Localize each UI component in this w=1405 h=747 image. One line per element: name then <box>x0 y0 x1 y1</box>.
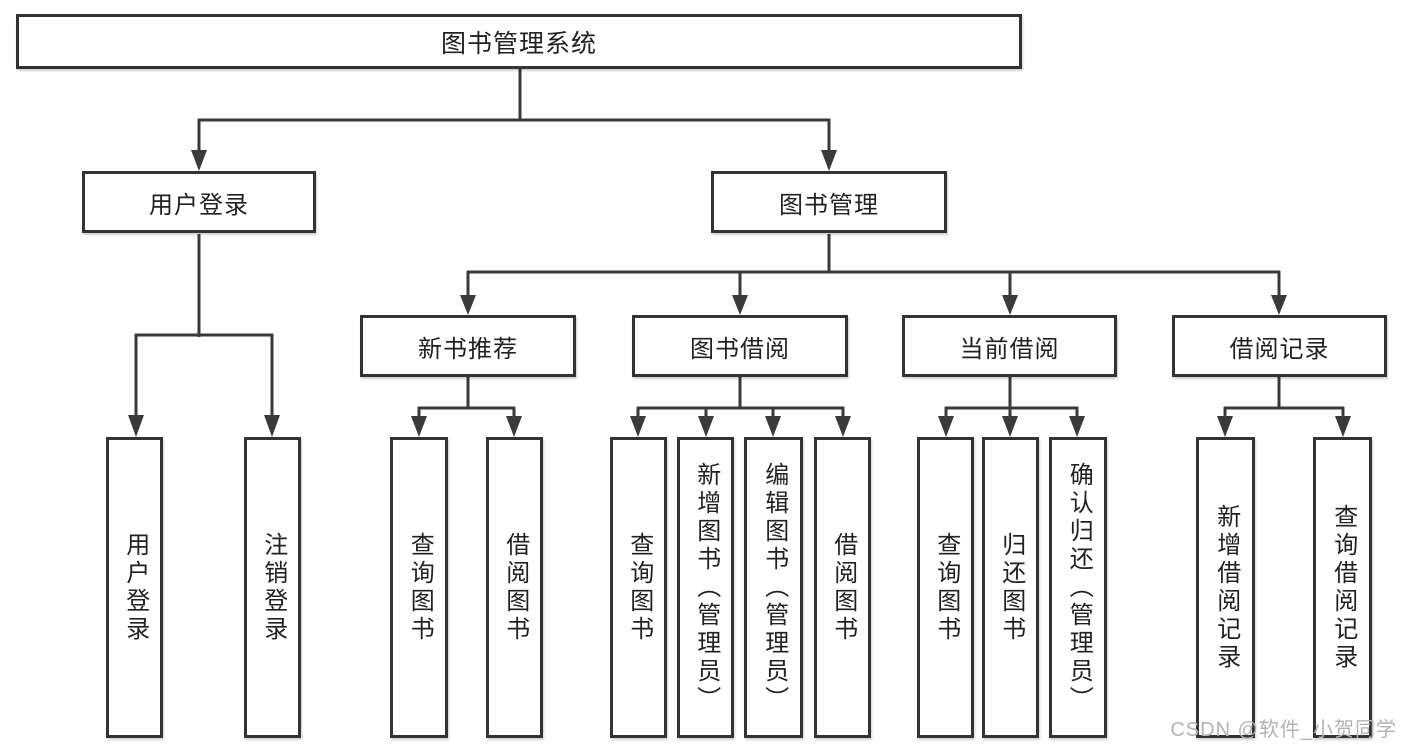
node-current-borrow-label: 当前借阅 <box>959 335 1060 363</box>
arrow-down-icon <box>460 295 476 315</box>
arrow-down-icon <box>835 416 851 437</box>
node-leaf-add-borrow-record: 新增借阅记录 <box>1196 437 1255 738</box>
node-leaf-logout-label: 注销登录 <box>259 531 287 644</box>
node-leaf-edit-books-admin: 编辑图书（管理员） <box>744 437 803 738</box>
node-leaf-borrow-books-2-label: 借阅图书 <box>829 531 857 644</box>
arrow-down-icon <box>411 416 427 437</box>
arrow-down-icon <box>1002 295 1018 315</box>
arrow-down-icon <box>1069 416 1085 437</box>
arrow-down-icon <box>1335 416 1351 437</box>
node-leaf-borrow-books-2: 借阅图书 <box>814 437 871 738</box>
node-borrow-records-label: 借阅记录 <box>1229 335 1330 363</box>
node-user-login: 用户登录 <box>82 171 316 233</box>
node-leaf-user-login: 用户登录 <box>106 437 163 738</box>
arrow-down-icon <box>630 416 646 437</box>
node-leaf-return-books: 归还图书 <box>982 437 1039 738</box>
node-leaf-query-books-3-label: 查询图书 <box>932 531 960 644</box>
node-leaf-borrow-books-1-label: 借阅图书 <box>501 531 529 644</box>
node-leaf-add-books-admin: 新增图书（管理员） <box>677 437 734 738</box>
node-book-borrow-label: 图书借阅 <box>690 335 790 363</box>
node-borrow-records: 借阅记录 <box>1172 315 1387 377</box>
arrow-down-icon <box>1217 416 1233 437</box>
arrow-down-icon <box>938 416 954 437</box>
node-book-borrow: 图书借阅 <box>632 315 848 377</box>
node-leaf-add-borrow-record-label: 新增借阅记录 <box>1212 503 1240 672</box>
node-leaf-query-borrow-record: 查询借阅记录 <box>1313 437 1372 738</box>
node-leaf-confirm-return-admin-label: 确认归还（管理员） <box>1065 461 1093 714</box>
node-leaf-query-books-2-label: 查询图书 <box>625 531 653 644</box>
node-leaf-query-books-1-label: 查询图书 <box>406 531 434 644</box>
arrow-down-icon <box>698 416 714 437</box>
node-new-book-recommend-label: 新书推荐 <box>418 335 518 363</box>
node-leaf-query-books-1: 查询图书 <box>390 437 448 738</box>
arrow-down-icon <box>765 416 781 437</box>
arrow-down-icon <box>732 295 748 315</box>
node-root-label: 图书管理系统 <box>440 29 597 58</box>
node-leaf-user-login-label: 用户登录 <box>121 531 149 644</box>
node-leaf-confirm-return-admin: 确认归还（管理员） <box>1049 437 1107 738</box>
node-leaf-query-borrow-record-label: 查询借阅记录 <box>1329 503 1357 672</box>
node-leaf-edit-books-admin-label: 编辑图书（管理员） <box>760 461 788 714</box>
node-leaf-return-books-label: 归还图书 <box>997 531 1025 644</box>
node-user-login-label: 用户登录 <box>149 191 249 219</box>
arrow-down-icon <box>1271 295 1287 315</box>
node-leaf-borrow-books-1: 借阅图书 <box>486 437 543 738</box>
arrow-down-icon <box>264 415 280 437</box>
node-book-management-label: 图书管理 <box>779 191 879 219</box>
arrow-down-icon <box>506 416 522 437</box>
arrow-down-icon <box>191 150 207 171</box>
node-new-book-recommend: 新书推荐 <box>360 315 576 377</box>
node-book-management: 图书管理 <box>711 171 947 233</box>
watermark: CSDN @软件_小贺同学 <box>1170 719 1397 741</box>
node-leaf-add-books-admin-label: 新增图书（管理员） <box>692 461 720 714</box>
node-current-borrow: 当前借阅 <box>902 315 1117 377</box>
node-root: 图书管理系统 <box>16 14 1022 69</box>
node-leaf-query-books-3: 查询图书 <box>917 437 974 738</box>
arrow-down-icon <box>1002 416 1018 437</box>
arrow-down-icon <box>821 150 837 171</box>
node-leaf-query-books-2: 查询图书 <box>610 437 667 738</box>
arrow-down-icon <box>128 415 144 437</box>
node-leaf-logout: 注销登录 <box>244 437 301 738</box>
